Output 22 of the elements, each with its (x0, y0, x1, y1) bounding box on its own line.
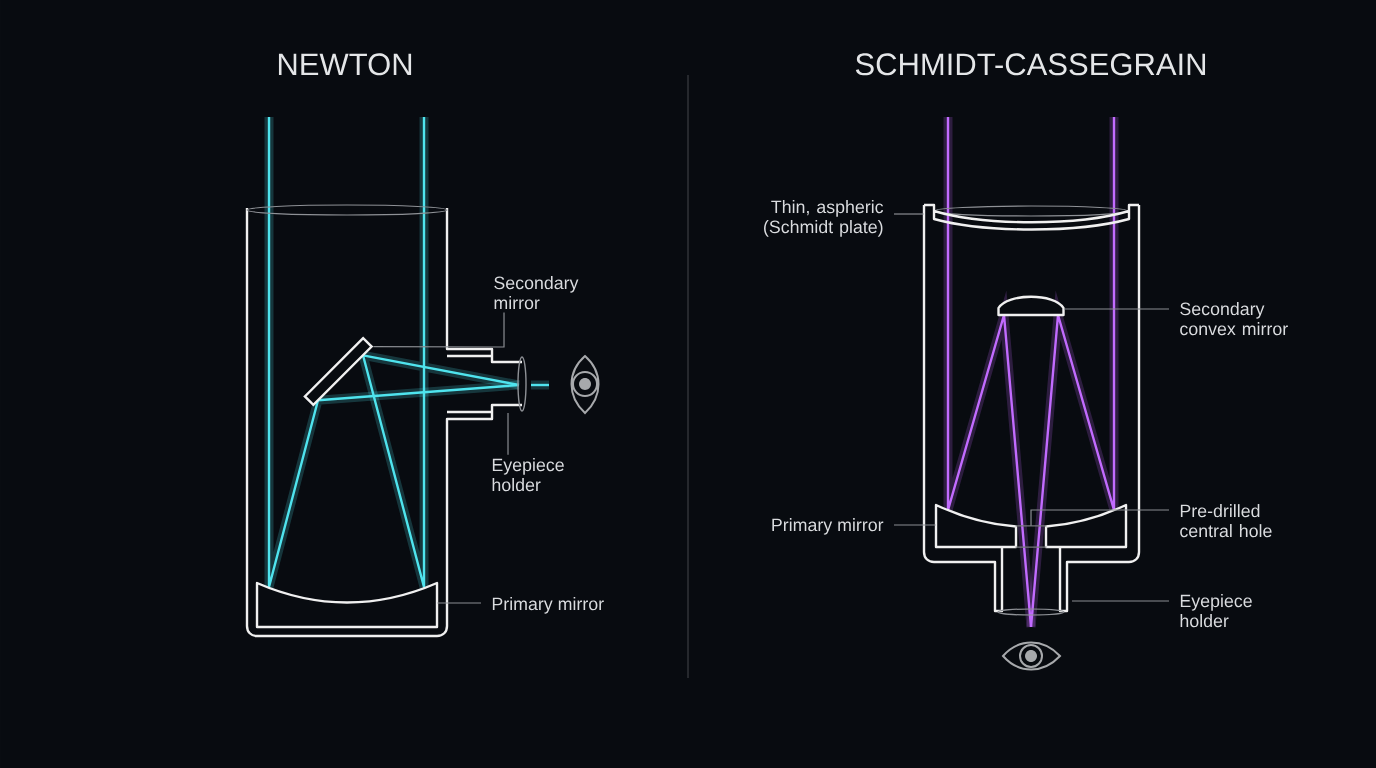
primary-mirror (934, 503, 1128, 549)
leader-line (1030, 509, 1170, 527)
leader-line (507, 412, 509, 456)
primary-mirror (255, 581, 439, 629)
central-hole (1015, 525, 1047, 548)
part-label: Thin, aspheric (Schmidt plate) (764, 200, 884, 237)
corrector-plate (922, 203, 1141, 231)
part-label: Secondary convex mirror (1180, 302, 1288, 336)
leader-line (1063, 308, 1170, 310)
part-label: Eyepiece holder (492, 458, 564, 492)
part-label: Eyepiece holder (1180, 594, 1252, 628)
leader-line (893, 524, 937, 526)
heading: SCHMIDT-CASSEGRAIN (855, 53, 1205, 76)
leader-line (436, 602, 482, 604)
part-label: Primary mirror (772, 518, 884, 535)
heading: NEWTON (278, 53, 412, 76)
leader-line (372, 312, 505, 348)
part-label: Pre-drilled central hole (1180, 504, 1272, 538)
leader-line (893, 213, 925, 215)
part-label: Secondary mirror (494, 276, 579, 310)
part-label: Primary mirror (492, 597, 604, 614)
leader-line (1071, 600, 1170, 602)
